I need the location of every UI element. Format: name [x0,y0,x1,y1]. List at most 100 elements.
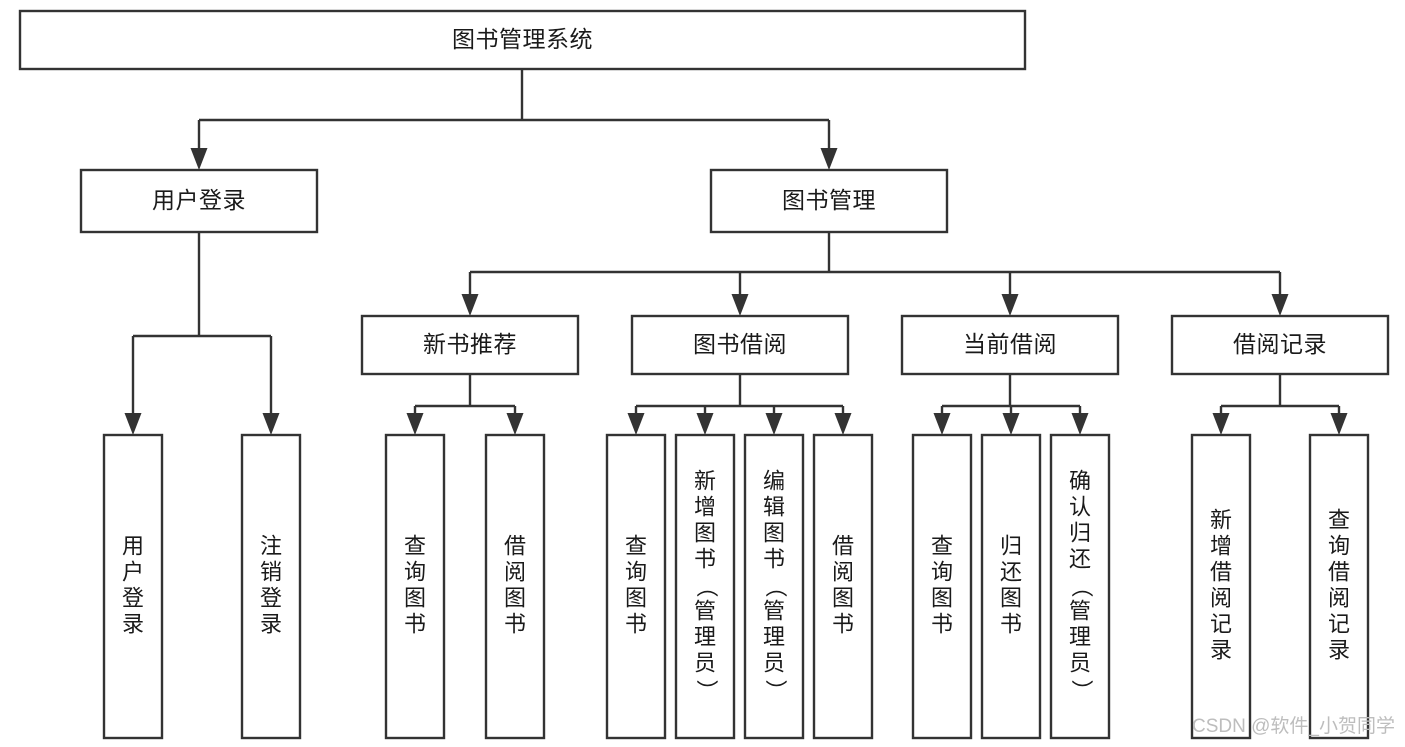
node-box-leaf-borrow-book-rec[interactable] [484,433,546,740]
svg-text:还: 还 [1069,546,1091,571]
node-box-leaf-query-book-rec[interactable] [384,433,446,740]
arrow-head-icon [1071,413,1089,435]
node-book-borrow[interactable]: 图书借阅 [630,314,850,376]
svg-text:（: （ [694,575,719,597]
node-box-leaf-user-logout[interactable] [240,433,302,740]
svg-text:编: 编 [763,468,785,493]
node-box-book-manage[interactable] [709,168,949,234]
svg-text:查: 查 [931,533,953,558]
svg-text:认: 认 [1069,494,1091,519]
svg-text:书: 书 [1000,611,1022,636]
node-book-manage[interactable]: 图书管理 [709,168,949,234]
svg-text:查: 查 [1328,507,1350,532]
svg-text:理: 理 [763,624,785,649]
svg-text:）: ） [763,679,788,701]
svg-text:归: 归 [1000,533,1022,558]
node-box-user-login[interactable] [79,168,319,234]
svg-text:询: 询 [931,559,953,584]
svg-text:记: 记 [1210,611,1232,636]
node-box-leaf-borrow-book[interactable] [812,433,874,740]
arrow-head-icon [1330,413,1348,435]
svg-text:书: 书 [694,546,716,571]
node-box-leaf-confirm-return[interactable] [1049,433,1111,740]
node-box-leaf-query-record[interactable] [1308,433,1370,740]
svg-text:登: 登 [122,585,144,610]
svg-text:图: 图 [504,585,526,610]
node-box-leaf-user-login[interactable] [102,433,164,740]
svg-text:用: 用 [122,533,144,558]
svg-text:户: 户 [122,559,144,584]
svg-text:记: 记 [1328,611,1350,636]
svg-text:登: 登 [260,585,282,610]
arrow-head-icon [696,413,714,435]
svg-text:员: 员 [763,650,785,675]
node-box-leaf-add-book[interactable] [674,433,736,740]
node-current-borrow[interactable]: 当前借阅 [900,314,1120,376]
arrow-head-icon [933,413,951,435]
svg-text:书: 书 [931,611,953,636]
svg-text:书: 书 [504,611,526,636]
svg-text:查: 查 [404,533,426,558]
svg-text:借: 借 [504,533,526,558]
node-box-new-book-recommend[interactable] [360,314,580,376]
node-box-leaf-query-book-borrow[interactable] [605,433,667,740]
node-root[interactable]: 图书管理系统 [18,9,1027,71]
svg-text:书: 书 [404,611,426,636]
arrow-head-icon [765,413,783,435]
svg-text:）: ） [1069,679,1094,701]
svg-text:注: 注 [260,533,282,558]
node-new-book-recommend[interactable]: 新书推荐 [360,314,580,376]
arrow-head-icon [1212,413,1230,435]
arrow-head-icon [406,413,424,435]
svg-text:（: （ [763,575,788,597]
node-box-leaf-add-record[interactable] [1190,433,1252,740]
svg-text:还: 还 [1000,559,1022,584]
svg-text:录: 录 [1210,637,1232,662]
arrow-head-icon [1001,294,1019,316]
arrow-head-icon [461,294,479,316]
connector-book-borrow [627,374,852,435]
node-box-leaf-edit-book[interactable] [743,433,805,740]
arrow-head-icon [820,148,838,170]
svg-text:（: （ [1069,575,1094,597]
svg-text:新: 新 [1210,507,1232,532]
node-label-book-manage: 图书管理 [782,187,876,213]
svg-text:借: 借 [1210,559,1232,584]
svg-text:销: 销 [260,559,282,584]
arrow-head-icon [262,413,280,435]
node-label-current-borrow: 当前借阅 [963,331,1057,357]
node-box-book-borrow[interactable] [630,314,850,376]
svg-text:）: ） [694,679,719,701]
svg-text:归: 归 [1069,520,1091,545]
node-box-current-borrow[interactable] [900,314,1120,376]
connector-book-manage [461,232,1289,316]
node-box-leaf-query-book-current[interactable] [911,433,973,740]
node-box-root[interactable] [18,9,1027,71]
svg-text:借: 借 [1328,559,1350,584]
node-leaf-user-login[interactable]: 用户登录 [102,433,164,740]
arrow-head-icon [627,413,645,435]
svg-text:理: 理 [694,624,716,649]
node-box-borrow-record[interactable] [1170,314,1390,376]
svg-text:理: 理 [1069,624,1091,649]
svg-text:询: 询 [1328,533,1350,558]
node-borrow-record[interactable]: 借阅记录 [1170,314,1390,376]
node-user-login[interactable]: 用户登录 [79,168,319,234]
node-box-leaf-return-book[interactable] [980,433,1042,740]
